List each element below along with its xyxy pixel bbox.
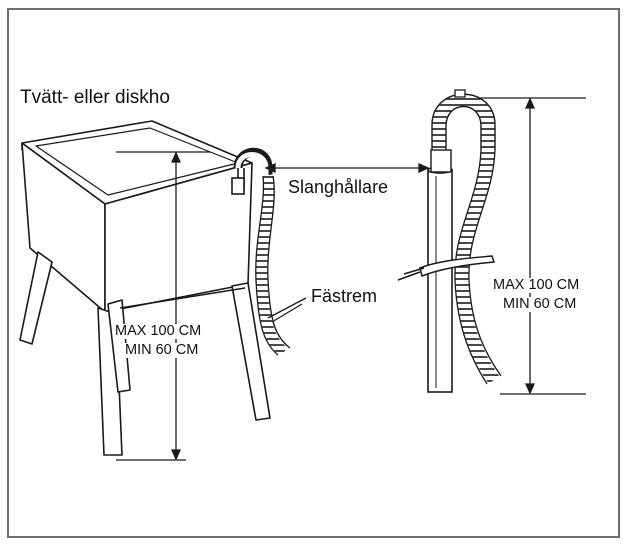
hose-holder-label: Slanghållare [286, 177, 391, 197]
right-dimension [480, 97, 586, 395]
sink-leg-back-left [107, 299, 131, 393]
standpipe-drawing [427, 166, 453, 393]
right-min-height-label: MIN 60 CM [502, 296, 578, 312]
strap-pointers [267, 297, 307, 323]
hose-holder-arrow [264, 162, 430, 174]
sink-leg-back-right [231, 282, 271, 421]
left-dimension [116, 151, 210, 461]
standpipe-strap [397, 255, 496, 281]
standpipe [427, 169, 453, 393]
strap-label: Fästrem [309, 286, 380, 306]
sink-title-label: Tvätt- eller diskho [20, 87, 170, 108]
right-max-height-label: MAX 100 CM [492, 277, 581, 293]
sink-leg-front-left [19, 251, 53, 345]
standpipe-hose [430, 89, 502, 385]
left-max-height-label: MAX 100 CM [114, 323, 203, 339]
left-min-height-label: MIN 60 CM [124, 342, 200, 358]
sink-drawing [19, 120, 271, 456]
